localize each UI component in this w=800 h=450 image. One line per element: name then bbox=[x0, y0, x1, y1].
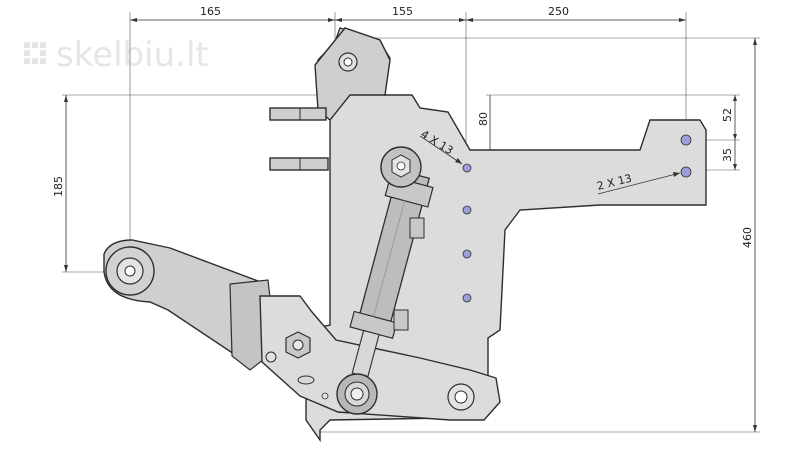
watermark: skelbiu.lt bbox=[24, 35, 209, 75]
hole-3 bbox=[462, 249, 472, 259]
dim-250: 250 bbox=[548, 5, 569, 18]
dim-155: 155 bbox=[392, 5, 413, 18]
mounting-lugs bbox=[269, 107, 329, 171]
lower-mount-plate bbox=[259, 295, 501, 421]
lower-rod-end bbox=[336, 373, 378, 415]
right-dimension: 460 bbox=[741, 38, 757, 432]
cylinder-ports bbox=[393, 217, 425, 331]
dim-52: 52 bbox=[721, 108, 734, 122]
top-dimensions: 165 155 250 bbox=[130, 5, 686, 22]
dim-35: 35 bbox=[721, 148, 734, 162]
upper-rod-end bbox=[380, 146, 422, 188]
hole-1 bbox=[462, 163, 472, 173]
dim-80: 80 bbox=[477, 112, 490, 126]
right-small-dimensions: 52 35 bbox=[721, 95, 737, 170]
hole-4 bbox=[462, 293, 472, 303]
rivet bbox=[321, 392, 329, 400]
hex-nut bbox=[285, 331, 311, 359]
pin-clip bbox=[297, 375, 315, 385]
callout-two-holes: 2 X 13 bbox=[596, 172, 681, 195]
dim-460: 460 bbox=[741, 227, 754, 248]
left-dimension: 185 bbox=[52, 95, 68, 272]
dim-185: 185 bbox=[52, 176, 65, 197]
watermark-logo-icon bbox=[24, 42, 46, 64]
mounting-holes-column bbox=[462, 163, 472, 303]
hole-right-lower bbox=[680, 166, 692, 178]
dim-165: 165 bbox=[200, 5, 221, 18]
hole-2 bbox=[462, 205, 472, 215]
upper-pin bbox=[338, 52, 358, 72]
hole-right-upper bbox=[680, 134, 692, 146]
arm-pivot bbox=[105, 246, 155, 296]
small-bolt bbox=[265, 351, 277, 363]
watermark-text: skelbiu.lt bbox=[56, 35, 209, 75]
lower-right-pivot bbox=[447, 383, 475, 411]
mounting-holes-right bbox=[680, 134, 692, 178]
